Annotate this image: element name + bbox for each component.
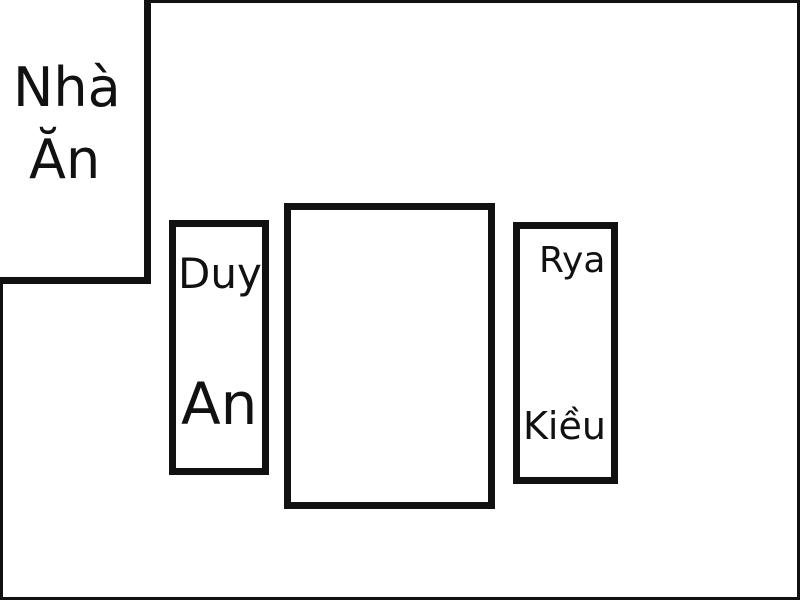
- dining-room-box: [0, 0, 151, 284]
- dining-room-label-line2: Ăn: [29, 128, 101, 191]
- right-bed-box: [513, 222, 618, 484]
- center-table-box: [284, 203, 495, 509]
- left-bed-label-top: Duy: [178, 249, 262, 298]
- dining-room-label-line1: Nhà: [13, 56, 121, 119]
- right-bed-label-bottom: Kiều: [523, 404, 606, 448]
- left-bed-label-bottom: An: [181, 370, 258, 438]
- left-bed-box: [169, 220, 269, 475]
- right-bed-label-top: Rya: [539, 240, 606, 281]
